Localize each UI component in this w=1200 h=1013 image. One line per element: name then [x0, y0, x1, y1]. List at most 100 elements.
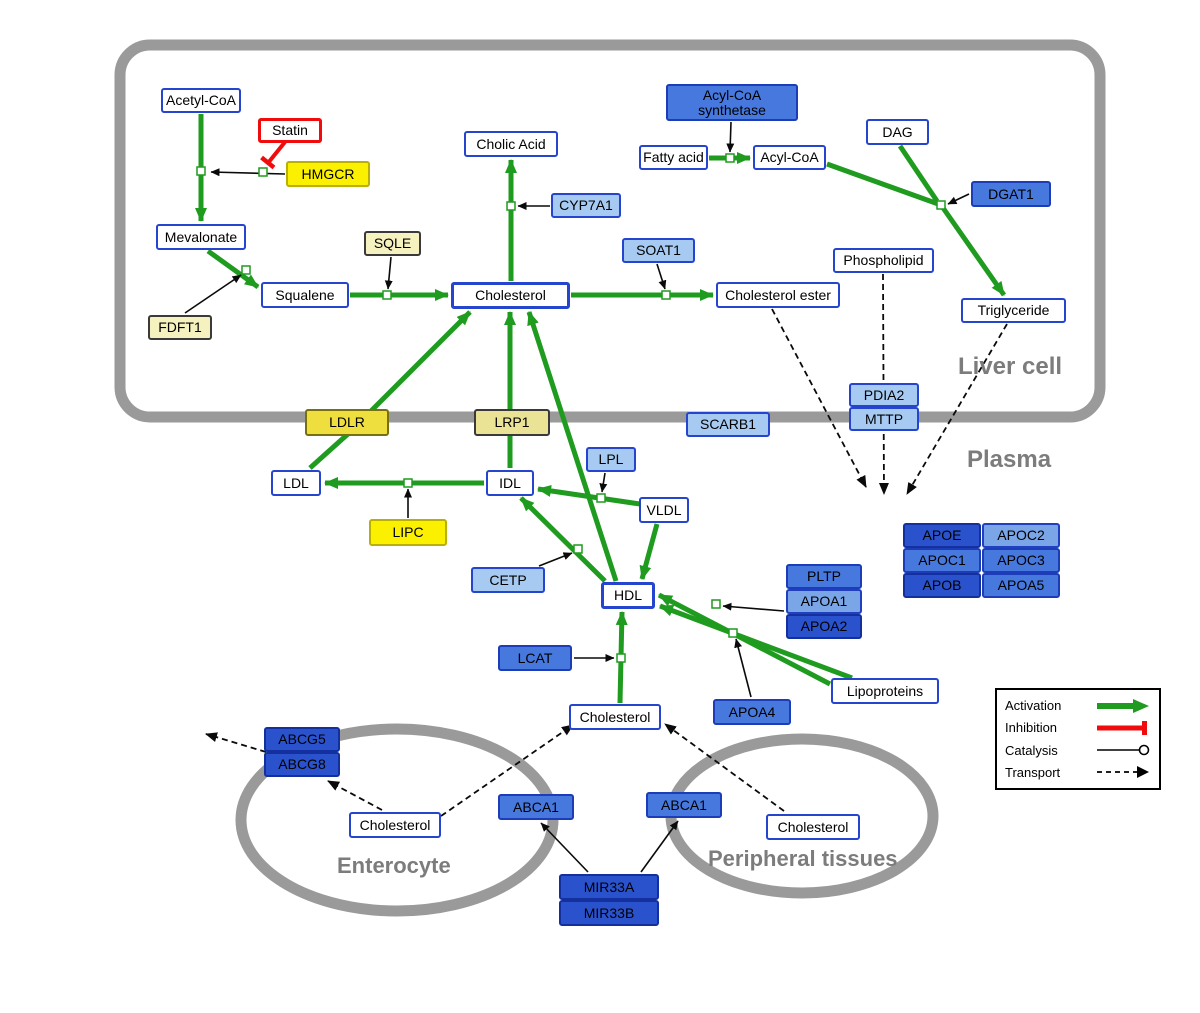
liver-cell-membrane — [114, 39, 1106, 423]
edge-triglyceride-transport — [906, 323, 1008, 495]
edge-cetp-catalysis — [538, 552, 573, 567]
node-dag[interactable]: DAG — [866, 119, 929, 145]
anchor-lipoproteins-to-hdl-2 — [728, 628, 738, 638]
edge-fdft1-catalysis — [184, 274, 242, 314]
anchor-acylcoa-to-triglyceride — [936, 200, 946, 210]
legend-transport-label: Transport — [1005, 764, 1061, 780]
node-squalene[interactable]: Squalene — [261, 282, 349, 308]
anchor-hdl-to-idl — [573, 544, 583, 554]
node-ldl[interactable]: LDL — [271, 470, 321, 496]
legend-row-catalysis: Catalysis — [1005, 740, 1151, 761]
edge-lipoproteins-to-hdl-2 — [659, 603, 853, 681]
node-cholesterol_ent[interactable]: Cholesterol — [349, 812, 441, 838]
node-soat1[interactable]: SOAT1 — [622, 238, 695, 263]
liver-cell-label: Liver cell — [958, 353, 1063, 380]
edge-vldl-to-hdl — [639, 523, 660, 580]
enterocyte-label: Enterocyte — [337, 853, 451, 878]
transport-dashed-arrow-icon — [1097, 766, 1149, 779]
node-lipc[interactable]: LIPC — [369, 519, 447, 546]
edge-cholesterol-to-abcg — [327, 780, 383, 811]
node-lpl[interactable]: LPL — [586, 447, 636, 472]
anchor-lipoproteins-to-hdl-1 — [711, 599, 721, 609]
legend-box: Activation Inhibition Catalysis Transpor… — [995, 688, 1161, 790]
node-lipoproteins[interactable]: Lipoproteins — [831, 678, 939, 704]
edge-hdl-to-idl — [519, 496, 607, 583]
node-apoa1[interactable]: APOA1 — [786, 589, 862, 614]
node-mevalonate[interactable]: Mevalonate — [156, 224, 246, 250]
node-acyl_coa[interactable]: Acyl-CoA — [753, 145, 826, 170]
node-cholesterol_liver[interactable]: Cholesterol — [451, 282, 570, 309]
node-apoc3[interactable]: APOC3 — [982, 548, 1060, 573]
edge-hdl-to-cholesterol — [526, 311, 619, 582]
anchor-squalene-to-cholesterol — [382, 290, 392, 300]
activation-arrow-icon — [1097, 698, 1149, 713]
edge-enterocyte-cholesterol-efflux — [440, 724, 574, 817]
node-vldl[interactable]: VLDL — [639, 497, 689, 523]
node-lrp1[interactable]: LRP1 — [474, 409, 550, 436]
node-cholic_acid[interactable]: Cholic Acid — [464, 131, 558, 157]
inhibition-tbar-icon — [1097, 720, 1147, 735]
catalysis-circle-icon — [1097, 744, 1150, 756]
edge-vldl-to-idl — [537, 484, 641, 507]
node-abcg8[interactable]: ABCG8 — [264, 752, 340, 777]
node-mir33a[interactable]: MIR33A — [559, 874, 659, 900]
node-phospholipid[interactable]: Phospholipid — [833, 248, 934, 273]
node-acetyl_coa[interactable]: Acetyl-CoA — [161, 88, 241, 113]
node-pltp[interactable]: PLTP — [786, 564, 862, 589]
legend-catalysis-label: Catalysis — [1005, 742, 1058, 758]
node-abca1_ent[interactable]: ABCA1 — [498, 794, 574, 820]
node-fatty_acid[interactable]: Fatty acid — [639, 145, 708, 170]
node-pdia2[interactable]: PDIA2 — [849, 383, 919, 407]
edge-sqle-catalysis — [384, 256, 393, 290]
legend-row-transport: Transport — [1005, 762, 1151, 783]
edge-mir33-to-abca1-peripheral — [640, 820, 679, 873]
node-mir33b[interactable]: MIR33B — [559, 900, 659, 926]
legend-row-inhibition: Inhibition — [1005, 717, 1151, 738]
anchor-idl-to-ldl — [403, 478, 413, 488]
edge-statin-inhibition — [260, 140, 287, 170]
node-statin[interactable]: Statin — [258, 118, 322, 143]
anchor-cholesterol-to-hdl — [616, 653, 626, 663]
edge-mevalonate-to-squalene — [206, 248, 260, 290]
node-apoa4[interactable]: APOA4 — [713, 699, 791, 725]
edge-soat1-catalysis — [656, 263, 667, 290]
node-triglyceride[interactable]: Triglyceride — [961, 298, 1066, 323]
node-apoe[interactable]: APOE — [903, 523, 981, 548]
edge-apoa1-apoa2-catalysis — [722, 602, 785, 612]
node-abca1_per[interactable]: ABCA1 — [646, 792, 722, 818]
node-lcat[interactable]: LCAT — [498, 645, 572, 671]
node-ldlr[interactable]: LDLR — [305, 409, 389, 436]
node-cholesterol_plasma[interactable]: Cholesterol — [569, 704, 661, 730]
node-apoc1[interactable]: APOC1 — [903, 548, 981, 573]
node-fdft1[interactable]: FDFT1 — [148, 315, 212, 340]
node-scarb1[interactable]: SCARB1 — [686, 412, 770, 437]
edge-hmgcr-catalysis — [210, 168, 286, 177]
node-dgat1[interactable]: DGAT1 — [971, 181, 1051, 207]
node-apoa5[interactable]: APOA5 — [982, 573, 1060, 598]
legend-row-activation: Activation — [1005, 695, 1151, 716]
node-cholesterol_per[interactable]: Cholesterol — [766, 814, 860, 840]
peripheral-tissues-label: Peripheral tissues — [708, 846, 898, 871]
edge-dgat1-catalysis — [947, 193, 970, 205]
node-mttp[interactable]: MTTP — [849, 407, 919, 431]
anchor-mevalonate-to-squalene — [241, 265, 251, 275]
node-cetp[interactable]: CETP — [471, 567, 545, 593]
node-idl[interactable]: IDL — [486, 470, 534, 496]
node-hdl[interactable]: HDL — [601, 582, 655, 609]
anchor-vldl-to-idl — [596, 493, 606, 503]
legend-activation-label: Activation — [1005, 698, 1062, 713]
node-cyp7a1[interactable]: CYP7A1 — [551, 193, 621, 218]
node-acyl_coa_synthetase[interactable]: Acyl-CoA synthetase — [666, 84, 798, 121]
node-apob[interactable]: APOB — [903, 573, 981, 598]
legend-inhibition-label: Inhibition — [1005, 720, 1058, 736]
node-hmgcr[interactable]: HMGCR — [286, 161, 370, 187]
node-sqle[interactable]: SQLE — [364, 231, 421, 256]
node-apoc2[interactable]: APOC2 — [982, 523, 1060, 548]
edge-dag-to-junction — [897, 144, 940, 203]
node-apoa2[interactable]: APOA2 — [786, 614, 862, 639]
node-abcg5[interactable]: ABCG5 — [264, 727, 340, 752]
node-cholesterol_ester[interactable]: Cholesterol ester — [716, 282, 840, 308]
